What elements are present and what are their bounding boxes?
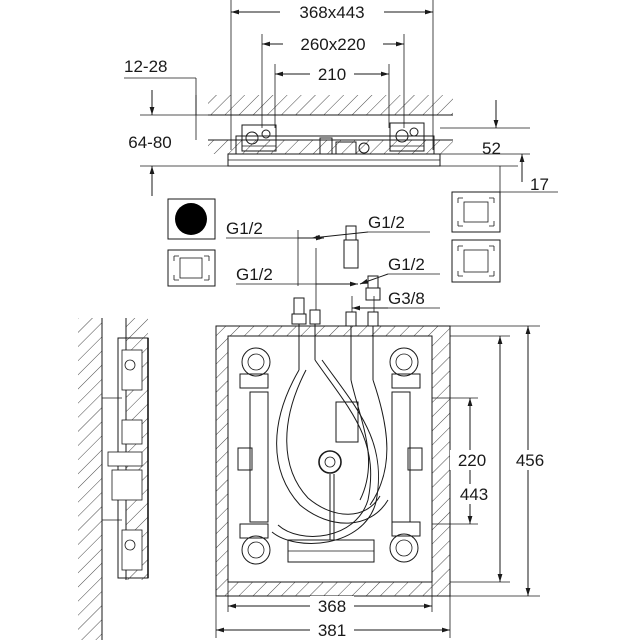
- connection-thread-5: G3/8: [351, 289, 440, 316]
- dim-height-220-label: 220: [458, 451, 486, 470]
- square-plate-variant-icon-right-bottom: [451, 239, 501, 283]
- dim-overall-size: 368x443: [230, 0, 434, 150]
- round-plate-variant-icon: [167, 198, 216, 240]
- dim-mount-height: 52: [440, 100, 530, 182]
- left-rail: [249, 391, 269, 523]
- dim-depth-range-label: 12-28: [124, 57, 167, 76]
- central-diverter: [318, 401, 359, 540]
- thread-3-label: G1/2: [236, 265, 273, 284]
- dim-height-range-label: 64-80: [128, 133, 171, 152]
- connection-thread-3: G1/2: [236, 248, 358, 310]
- thread-1-label: G1/2: [226, 219, 263, 238]
- dim-mount-height-label: 52: [482, 139, 501, 158]
- dim-overall-size-label: 368x443: [299, 3, 364, 22]
- dim-height-220: 220: [432, 397, 494, 525]
- dim-center-spacing-label: 210: [318, 65, 346, 84]
- dim-mount-size: 260x220: [261, 34, 405, 128]
- dim-center-spacing: 210: [274, 64, 390, 128]
- dim-plate-thickness-label: 17: [530, 175, 549, 194]
- dim-height-456: 456: [450, 325, 552, 597]
- side-section-view: [78, 318, 149, 640]
- nozzle-top-left: [239, 347, 271, 389]
- thread-2-label: G1/2: [368, 213, 405, 232]
- ceiling-lower-hatch: [208, 140, 453, 154]
- dim-depth-range: 12-28: [124, 57, 197, 140]
- left-bracket: [241, 124, 277, 152]
- ceiling-section-view: [208, 95, 453, 167]
- box-hatch: [216, 326, 450, 596]
- ceiling-hatch: [208, 95, 453, 115]
- dim-height-443: 443: [450, 335, 510, 583]
- nozzle-top-right: [389, 347, 421, 389]
- connection-thread-4: G1/2: [359, 255, 440, 301]
- square-plate-variant-icon: [167, 249, 216, 287]
- dim-height-456-label: 456: [516, 451, 544, 470]
- dim-plate-thickness: 17: [440, 165, 558, 194]
- supply-pipes: [291, 297, 379, 380]
- dim-width-381-label: 381: [318, 621, 346, 640]
- connection-thread-2: G1/2: [311, 213, 430, 269]
- dim-width-368-label: 368: [318, 597, 346, 616]
- wall-hatch: [78, 318, 102, 640]
- thread-4-label: G1/2: [388, 255, 425, 274]
- dim-mount-size-label: 260x220: [300, 35, 365, 54]
- dim-height-443-label: 443: [460, 485, 488, 504]
- nozzle-bottom-right: [389, 521, 421, 563]
- dim-width-381: 381: [215, 596, 451, 640]
- right-rail: [391, 391, 411, 523]
- front-view: [215, 297, 451, 597]
- square-plate-variant-icon-right-top: [451, 191, 501, 233]
- right-bracket: [389, 122, 425, 152]
- center-valve: [319, 137, 370, 155]
- nozzle-bottom-left: [239, 523, 271, 565]
- thread-5-label: G3/8: [388, 289, 425, 308]
- dim-width-368: 368: [227, 582, 433, 616]
- hoses: [271, 359, 389, 544]
- dim-height-range: 64-80: [118, 90, 228, 196]
- mounting-body-side: [235, 135, 435, 155]
- connection-thread-1: G1/2: [226, 219, 324, 286]
